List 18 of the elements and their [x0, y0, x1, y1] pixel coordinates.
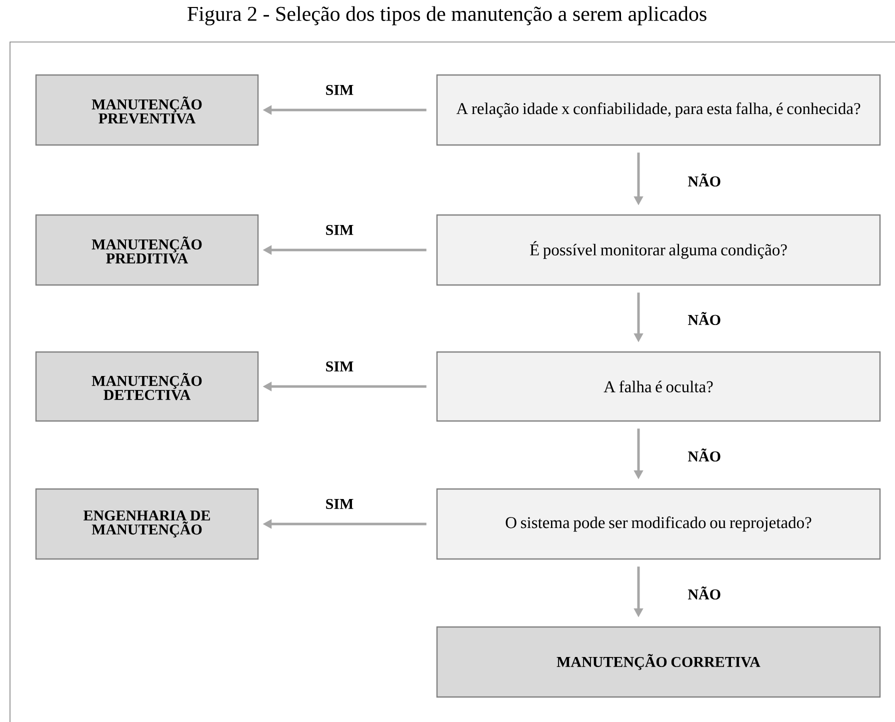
maintenance-type-box: ENGENHARIA DE MANUTENÇÃO	[35, 488, 259, 560]
edge-label: NÃO	[688, 312, 720, 325]
question-box: O sistema pode ser modificado ou reprojetado?	[436, 488, 881, 560]
maintenance-type-box: MANUTENÇÃO PREVENTIVA	[35, 74, 259, 146]
maintenance-type-box: MANUTENÇÃO DETECTIVA	[35, 351, 259, 422]
title: Figura 2 - Seleção dos tipos de manutenção a serem aplicados	[188, 6, 706, 26]
edge-label: NÃO	[688, 173, 720, 186]
question-box: A falha é oculta?	[436, 351, 881, 422]
edge-label: SIM	[326, 84, 354, 96]
maintenance-type-box: MANUTENÇÃO PREDITIVA	[35, 214, 259, 286]
maintenance-type-box: MANUTENÇÃO CORRETIVA	[436, 626, 881, 698]
question-box: É possível monitorar alguma condição?	[436, 214, 881, 286]
edge-label: NÃO	[688, 448, 720, 462]
edge-label: SIM	[326, 498, 354, 510]
question-box: A relação idade x confiabilidade, para esta falha, é conhecida?	[436, 74, 881, 146]
edge-label: SIM	[326, 361, 354, 372]
edge-label: NÃO	[688, 586, 720, 600]
edge-label: SIM	[326, 224, 354, 236]
